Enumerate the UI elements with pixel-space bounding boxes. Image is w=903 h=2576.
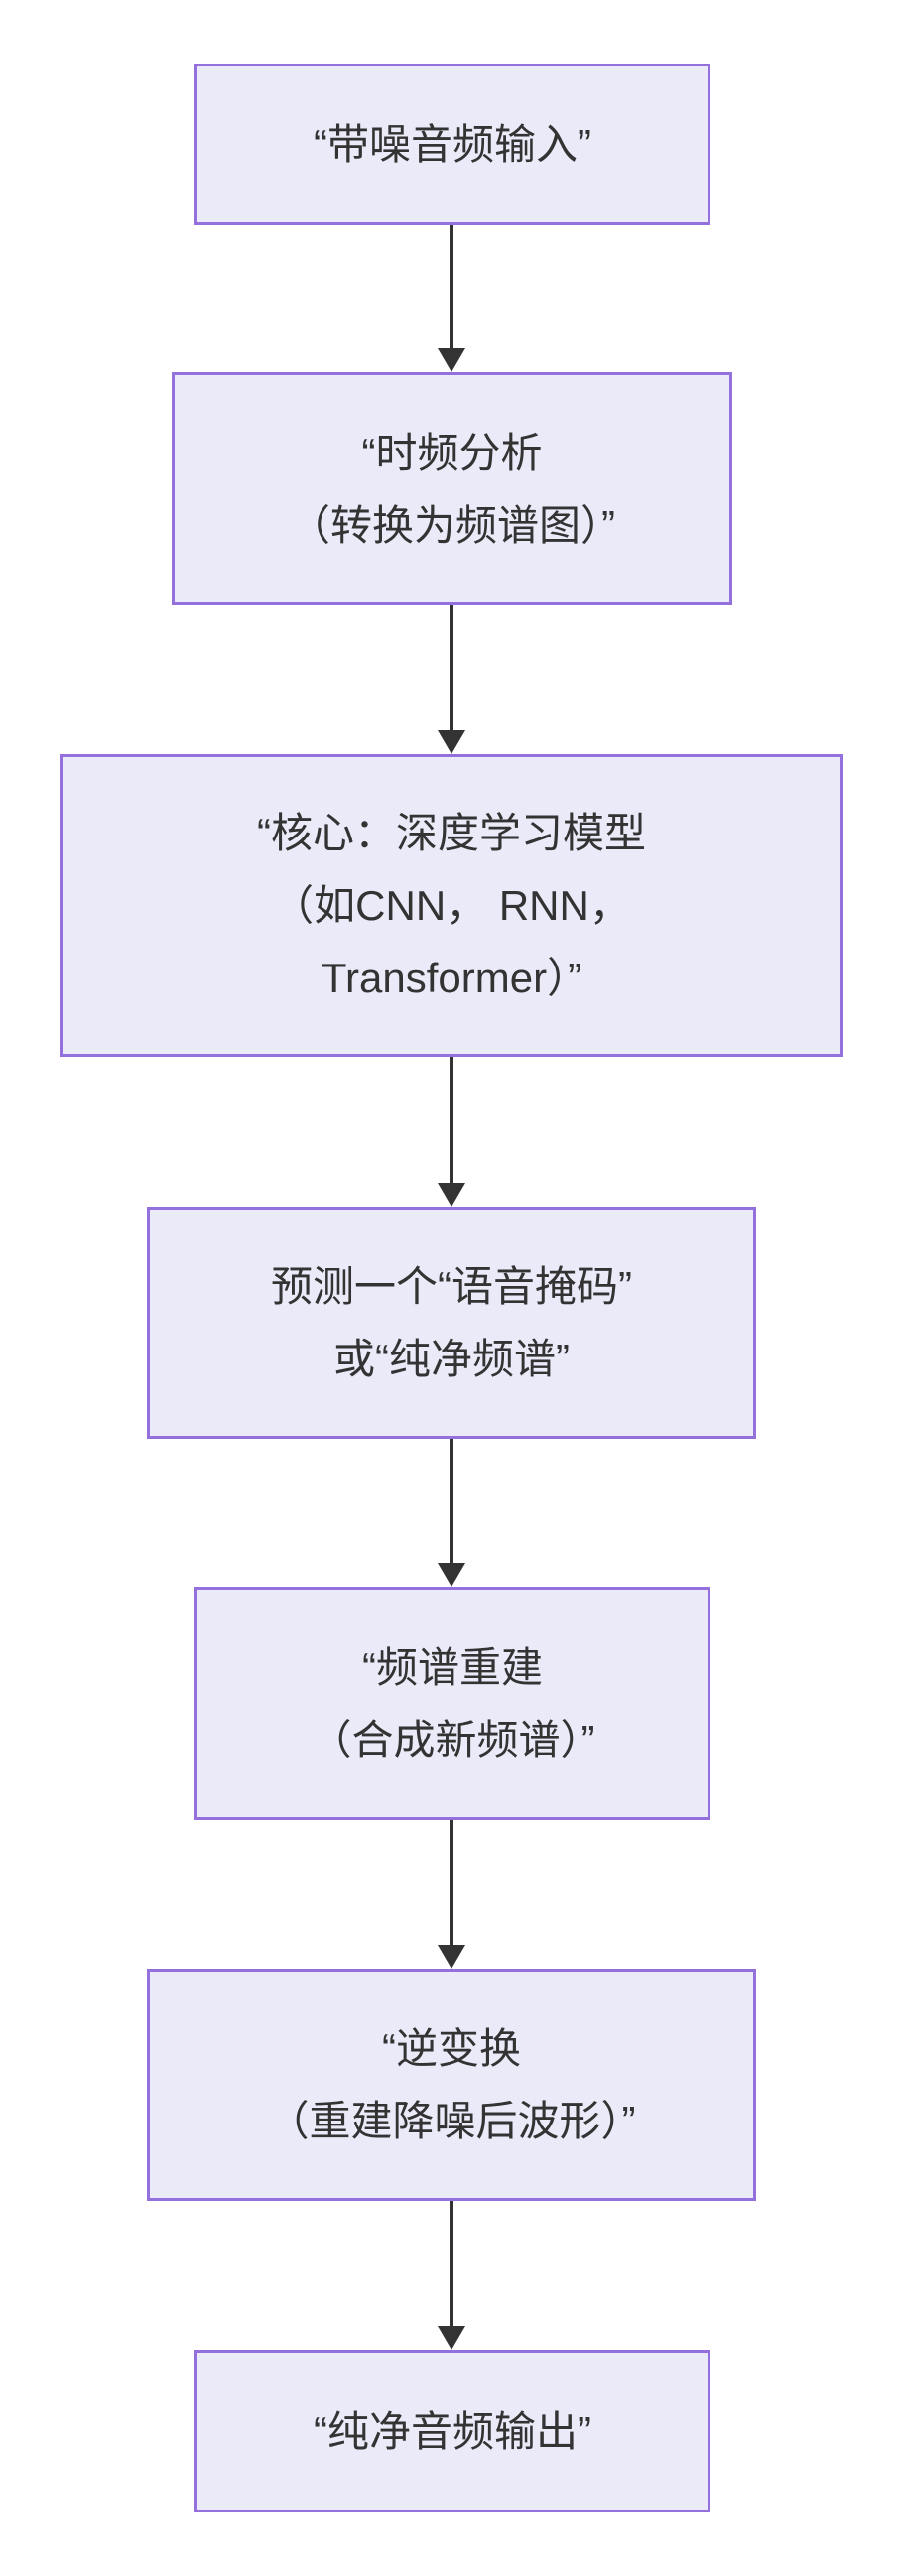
- node-text: “纯净音频输出”: [314, 2407, 591, 2455]
- arrow-line: [450, 2201, 453, 2332]
- flow-arrow-5: [438, 1820, 465, 1969]
- node-clean-audio-output: “纯净音频输出”: [194, 2350, 710, 2512]
- arrow-line: [450, 225, 453, 354]
- node-text: （转换为频谱图）”: [289, 501, 615, 549]
- flow-arrow-1: [438, 225, 465, 372]
- arrow-line: [450, 605, 453, 736]
- node-text: 预测一个“语音掩码”: [271, 1263, 632, 1310]
- node-text: （如CNN， RNN，: [272, 882, 631, 929]
- node-noisy-audio-input: “带噪音频输入”: [194, 64, 710, 225]
- arrowhead-down-icon: [438, 2326, 465, 2350]
- flow-arrow-2: [438, 605, 465, 754]
- node-text: （重建降噪后波形）”: [267, 2098, 636, 2144]
- flow-arrow-3: [438, 1057, 465, 1207]
- arrow-line: [450, 1057, 453, 1189]
- arrowhead-down-icon: [438, 730, 465, 754]
- node-text: Transformer）”: [321, 955, 582, 1001]
- arrow-line: [450, 1439, 453, 1569]
- flow-arrow-4: [438, 1439, 465, 1587]
- node-inverse-transform: “逆变换 （重建降噪后波形）”: [147, 1969, 756, 2201]
- node-spectrum-reconstruction: “频谱重建 （合成新频谱）”: [194, 1587, 710, 1820]
- node-text: （合成新频谱）”: [310, 1716, 595, 1763]
- node-predict-mask-or-clean-spectrum: 预测一个“语音掩码” 或“纯净频谱”: [147, 1207, 756, 1439]
- arrowhead-down-icon: [438, 348, 465, 372]
- arrowhead-down-icon: [438, 1945, 465, 1969]
- node-text: 或“纯净频谱”: [333, 1336, 570, 1382]
- node-time-frequency-analysis: “时频分析 （转换为频谱图）”: [172, 372, 732, 605]
- flow-arrow-6: [438, 2201, 465, 2350]
- arrowhead-down-icon: [438, 1183, 465, 1207]
- node-text: “带噪音频输入”: [314, 121, 591, 168]
- node-text: “逆变换: [382, 2025, 521, 2072]
- node-text: “频谱重建: [362, 1643, 543, 1691]
- arrow-line: [450, 1820, 453, 1951]
- node-deep-learning-model: “核心：深度学习模型 （如CNN， RNN， Transformer）”: [60, 754, 843, 1057]
- node-text: “时频分析: [361, 429, 543, 476]
- arrowhead-down-icon: [438, 1563, 465, 1587]
- node-text: “核心：深度学习模型: [257, 810, 646, 856]
